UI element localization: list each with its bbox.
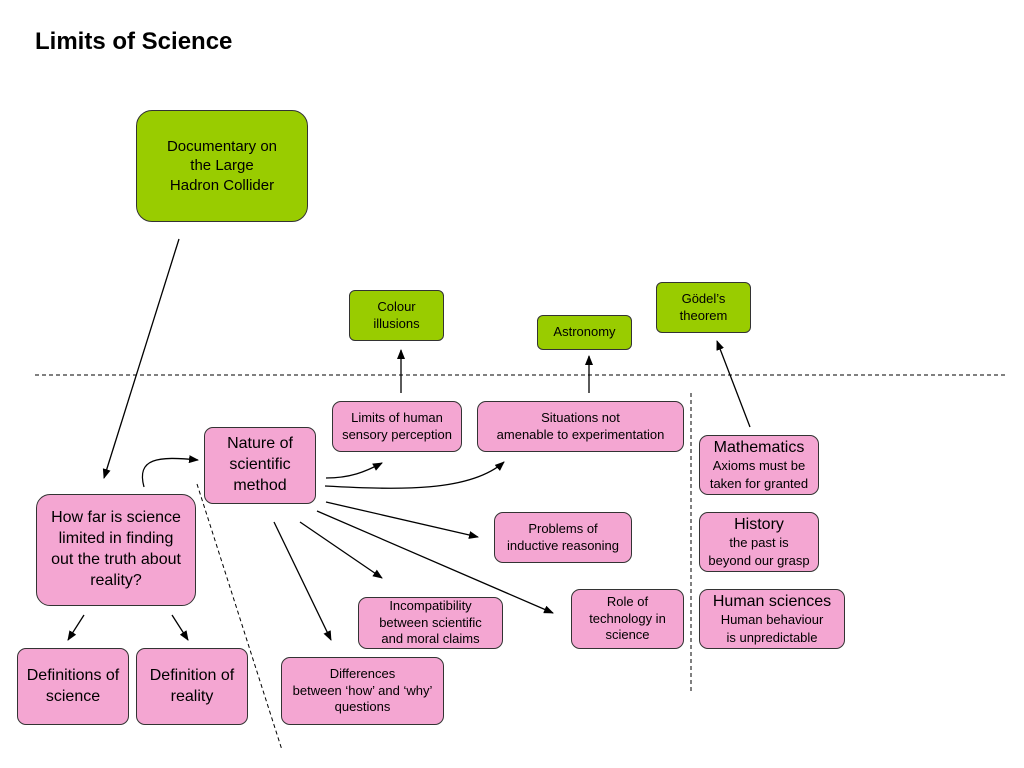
diagonal-dashed-divider: [196, 483, 283, 751]
node-colour-illusions: Colour illusions: [349, 290, 444, 341]
node-limits-human-perception: Limits of human sensory perception: [332, 401, 462, 452]
node-definitions-of-science: Definitions of science: [17, 648, 129, 725]
arrow-documentary-to-howfar: [102, 238, 180, 479]
arrow-nature-to-problems: [325, 501, 479, 539]
arrow-howfar-to-defs: [67, 614, 85, 641]
node-role-of-technology: Role of technology in science: [571, 589, 684, 649]
node-mathematics: Mathematics Axioms must be taken for gra…: [699, 435, 819, 495]
node-differences-how-why: Differences between ‘how’ and ‘why’ ques…: [281, 657, 444, 725]
node-godel: Gödel’s theorem: [656, 282, 751, 333]
arrow-nature-to-situations: [324, 461, 505, 489]
arrow-mathematics-to-godel: [716, 340, 751, 428]
node-problems-inductive-reasoning: Problems of inductive reasoning: [494, 512, 632, 563]
arrow-nature-to-incompat: [299, 521, 383, 579]
arrow-howfar-to-nature: [141, 455, 199, 488]
node-how-far-is-science-limited: How far is science limited in finding ou…: [36, 494, 196, 606]
page-title: Limits of Science: [35, 28, 233, 55]
arrow-nature-to-differences: [273, 521, 332, 641]
node-situations-not-amenable: Situations not amenable to experimentati…: [477, 401, 684, 452]
arrow-nature-to-roletech: [316, 510, 554, 614]
node-nature-scientific-method: Nature of scientific method: [204, 427, 316, 504]
node-documentary: Documentary on the Large Hadron Collider: [136, 110, 308, 222]
arrow-howfar-to-reality: [171, 614, 189, 641]
node-astronomy: Astronomy: [537, 315, 632, 350]
node-human-sciences: Human sciences Human behaviour is unpred…: [699, 589, 845, 649]
node-definition-of-reality: Definition of reality: [136, 648, 248, 725]
node-history: History the past is beyond our grasp: [699, 512, 819, 572]
node-incompatibility-claims: Incompatibility between scientific and m…: [358, 597, 503, 649]
arrow-nature-to-limits: [325, 462, 383, 479]
